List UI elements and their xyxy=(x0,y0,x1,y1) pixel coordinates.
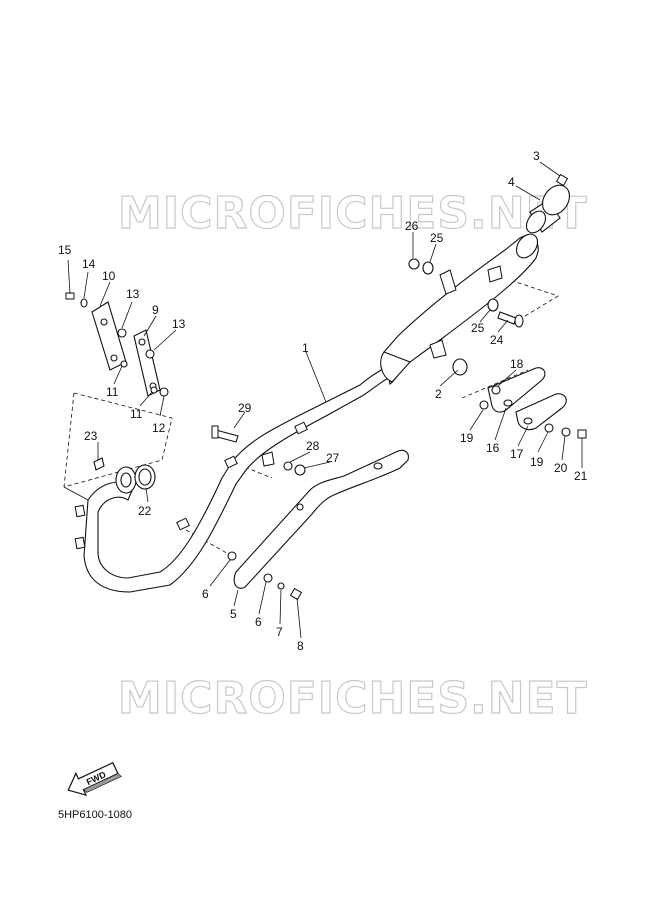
collar-25-top xyxy=(422,261,434,275)
reference-outlines xyxy=(63,274,559,557)
callout-2: 2 xyxy=(435,387,442,401)
callout-13-right: 13 xyxy=(172,317,186,331)
watermark-top: MICROFICHES.NET xyxy=(118,188,588,239)
muffler xyxy=(380,233,539,385)
callout-13-top: 13 xyxy=(126,287,140,301)
callout-16: 16 xyxy=(486,441,500,455)
washer-11-right xyxy=(150,386,158,394)
washer-6-lower xyxy=(263,573,273,583)
washer-6-left xyxy=(227,551,237,561)
callout-1: 1 xyxy=(302,341,309,355)
callout-24: 24 xyxy=(490,333,504,347)
drawing-code: 5HP6100-1080 xyxy=(58,809,132,821)
bolt-21 xyxy=(577,429,587,439)
bolt-29 xyxy=(211,425,239,443)
callout-7: 7 xyxy=(276,625,283,639)
nut-13-right xyxy=(145,349,155,359)
callout-8: 8 xyxy=(297,639,304,653)
washer-19-right xyxy=(544,423,554,433)
bolt-8 xyxy=(289,587,303,601)
nut-27 xyxy=(294,464,306,476)
callout-5: 5 xyxy=(230,607,237,621)
collar-25-bottom xyxy=(487,298,499,312)
callout-14: 14 xyxy=(82,257,96,271)
callout-3: 3 xyxy=(533,149,540,163)
washer-11-left xyxy=(120,360,128,368)
callout-6-left: 6 xyxy=(202,587,209,601)
callout-25-top: 25 xyxy=(430,231,444,245)
callout-18: 18 xyxy=(510,357,524,371)
callout-6-lower: 6 xyxy=(255,615,262,629)
callout-20: 20 xyxy=(554,461,568,475)
gasket-22 xyxy=(134,464,156,490)
callout-labels: 1 2 3 4 5 6 6 7 8 9 10 11 11 12 13 13 14… xyxy=(58,149,588,653)
stay-5 xyxy=(233,449,409,589)
callout-25-bottom: 25 xyxy=(471,321,485,335)
callout-28: 28 xyxy=(306,439,320,453)
callout-10: 10 xyxy=(102,269,116,283)
callout-26: 26 xyxy=(405,219,419,233)
watermark-bottom: MICROFICHES.NET xyxy=(118,673,588,724)
callout-23: 23 xyxy=(84,429,98,443)
washer-20 xyxy=(561,427,571,437)
callout-19-left: 19 xyxy=(460,431,474,445)
fwd-arrow-icon: FWD xyxy=(67,761,122,797)
callout-12: 12 xyxy=(152,421,166,435)
callout-17: 17 xyxy=(510,447,524,461)
callout-21: 21 xyxy=(574,469,588,483)
callout-11-left: 11 xyxy=(106,385,119,399)
washer-18 xyxy=(491,385,501,395)
callout-27: 27 xyxy=(326,451,340,465)
nut-12 xyxy=(159,387,169,397)
callout-29: 29 xyxy=(238,401,252,415)
bracket-16 xyxy=(487,367,546,413)
clip-23 xyxy=(93,457,105,471)
washer-7 xyxy=(277,582,285,590)
nut-13-top xyxy=(117,328,127,338)
bracket-17 xyxy=(515,393,567,431)
callout-4: 4 xyxy=(508,175,515,189)
tail-pipe-4 xyxy=(525,184,570,234)
callout-15: 15 xyxy=(58,243,72,257)
washer-26 xyxy=(408,258,420,270)
leader-lines xyxy=(67,161,583,639)
callout-11-right: 11 xyxy=(130,407,143,421)
bracket-9 xyxy=(133,329,161,397)
washer-14 xyxy=(80,298,88,308)
exhaust-pipe xyxy=(74,365,393,593)
bolt-24 xyxy=(497,311,524,328)
callout-9: 9 xyxy=(152,303,159,317)
washer-19-left xyxy=(479,400,489,410)
bolt-3 xyxy=(555,173,569,187)
callout-19-right: 19 xyxy=(530,455,544,469)
collar-28 xyxy=(261,451,293,471)
callout-22: 22 xyxy=(138,504,152,518)
